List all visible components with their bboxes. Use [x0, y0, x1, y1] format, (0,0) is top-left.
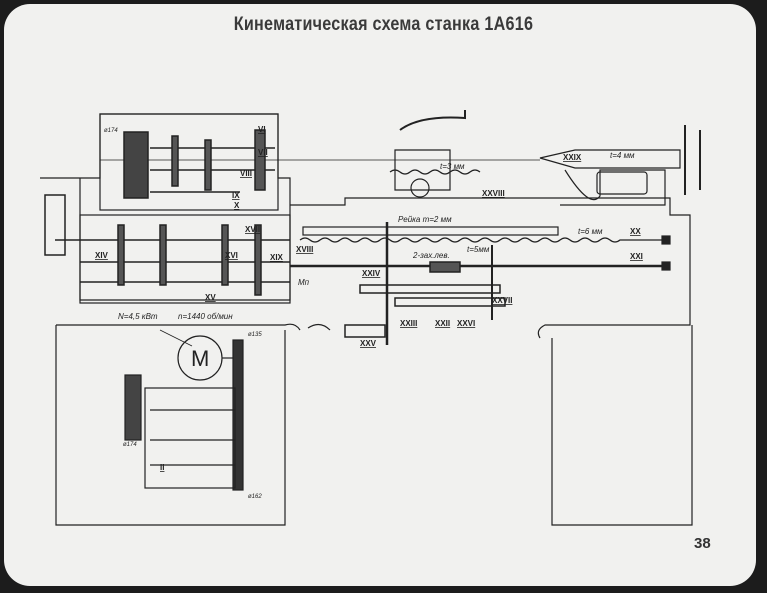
carriage [389, 110, 481, 198]
tailstock [539, 125, 701, 206]
gearbox-box [79, 214, 291, 304]
lead-screw-pitch-label: t=6 мм [578, 227, 603, 236]
shaft-label: XVIII [296, 245, 313, 254]
shaft-label: XXIII [400, 319, 417, 328]
shaft-label: XXI [630, 252, 643, 261]
page-number: 38 [694, 535, 711, 552]
motor-label: М [191, 346, 209, 371]
shaft-label: XIV [95, 251, 109, 260]
cross-screw-pitch-label: t=3 мм [440, 162, 465, 171]
headstock-gears [123, 129, 275, 199]
shaft-label: VII [258, 148, 268, 157]
shaft-label: IX [232, 191, 240, 200]
shaft-label: XXIX [563, 153, 582, 162]
pulley-top-label: ø174 [104, 128, 118, 134]
shaft-label: XVI [225, 251, 238, 260]
clutch-mp-label: Мп [298, 278, 310, 287]
feed-shaft-bearing [661, 261, 671, 271]
shaft-label: XX [630, 227, 641, 236]
rack-label: Рейка m=2 мм [398, 215, 452, 224]
headstock-box [99, 113, 279, 211]
lead-screw [299, 237, 665, 243]
worm-label: 2-зах.лев. [412, 251, 450, 260]
page-title: Кинематическая схема станка 1А616 [233, 14, 534, 35]
pulley-motor-label: ø135 [248, 332, 262, 338]
apron-gears [344, 222, 506, 345]
shaft-label: XXVIII [482, 189, 505, 198]
shaft-label: XXII [435, 319, 450, 328]
lead-screw-bearing [661, 235, 671, 245]
shaft-label: XXVII [492, 296, 512, 305]
shaft-label: X [234, 201, 240, 210]
shaft-label: XXVI [457, 319, 475, 328]
motor-power-label: N=4,5 кВт [118, 312, 158, 321]
shaft-label: VIII [240, 169, 252, 178]
shaft-label: II [160, 463, 164, 472]
shaft-label: XXV [360, 339, 377, 348]
pulley-motor-bottom-label: ø162 [248, 494, 262, 500]
motor-assembly [124, 329, 244, 491]
tailstock-screw-pitch-label: t=4 мм [610, 151, 635, 160]
rack [302, 226, 559, 236]
shaft-label: XIX [270, 253, 284, 262]
feed-gearbox-gears [44, 194, 290, 296]
shaft-label: XVII [245, 225, 260, 234]
feed-screw-pitch-label: t=5мм [467, 245, 490, 254]
shaft-label: XXIV [362, 269, 381, 278]
motor-speed-label: n=1440 об/мин [178, 312, 233, 321]
shaft-label: XV [205, 293, 216, 302]
shaft-label: VI [258, 125, 266, 134]
pulley-bottom-label: ø174 [123, 442, 137, 448]
diagram-card [4, 4, 756, 586]
